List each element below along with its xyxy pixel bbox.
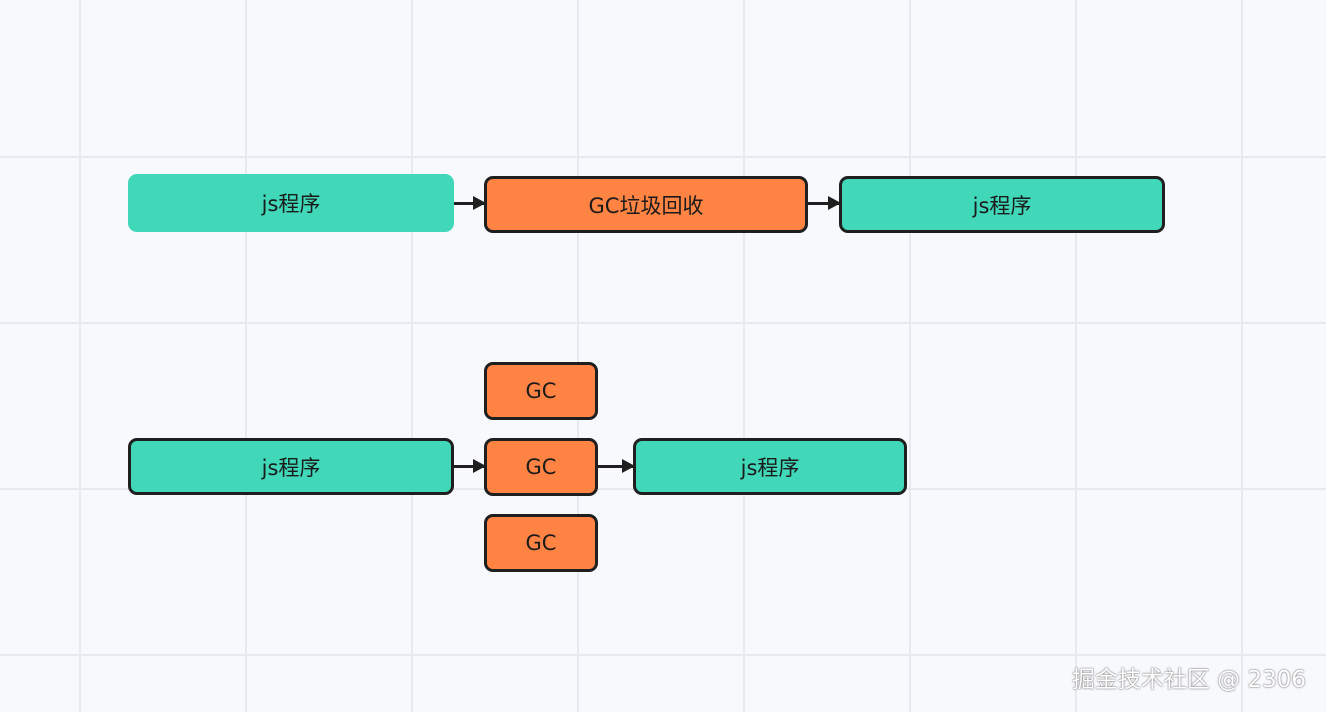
node-label: GC [525, 379, 557, 403]
js-program-node[interactable]: js程序 [839, 176, 1165, 233]
node-label: js程序 [261, 192, 321, 216]
node-label: js程序 [740, 455, 800, 480]
node-label: GC垃圾回收 [588, 193, 704, 218]
connector-arrow [454, 459, 486, 473]
node-label: js程序 [261, 455, 321, 480]
node-label: GC [525, 531, 557, 555]
gc-node[interactable]: GC垃圾回收 [484, 176, 808, 233]
connector-arrow [454, 196, 486, 210]
js-program-node[interactable]: js程序 [128, 174, 454, 232]
gc-node-middle[interactable]: GC [484, 438, 598, 496]
watermark-text: 掘金技术社区 @ 2306 [1071, 667, 1306, 693]
connector-arrow [598, 459, 635, 473]
js-program-node[interactable]: js程序 [128, 438, 454, 495]
node-label: GC [525, 455, 557, 479]
gc-node-top[interactable]: GC [484, 362, 598, 420]
node-label: js程序 [972, 193, 1032, 218]
gc-node-bottom[interactable]: GC [484, 514, 598, 572]
js-program-node[interactable]: js程序 [633, 438, 907, 495]
connector-arrow [808, 196, 841, 210]
